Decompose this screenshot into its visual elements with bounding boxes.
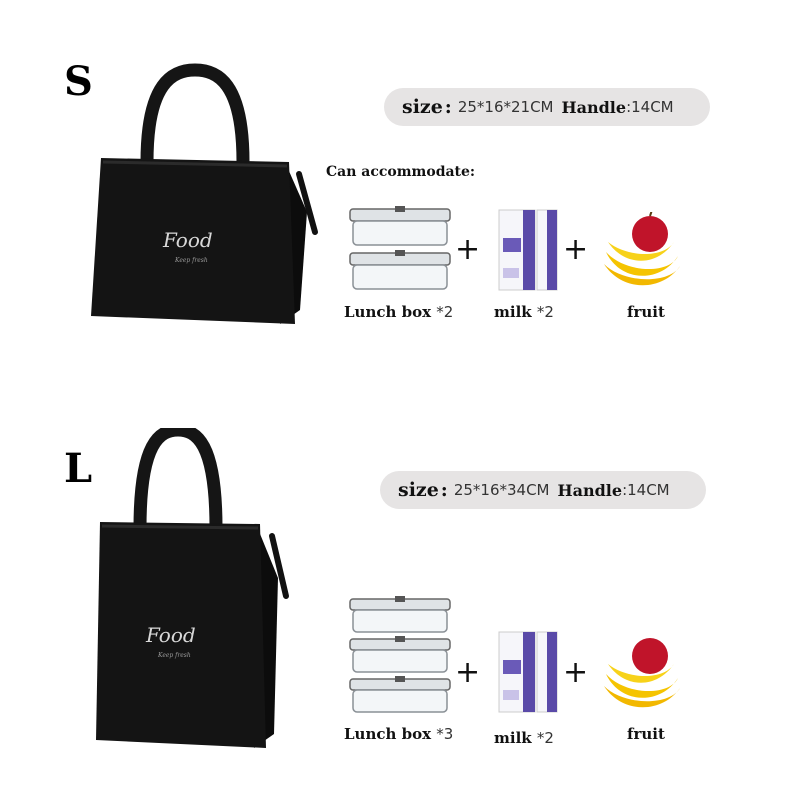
size-info-pill-small: size : 25*16*21CM Handle :14CM [384,88,710,126]
item-label: Lunch box *3 [344,725,454,743]
size-colon: : [444,96,452,118]
handle-value: :14CM [622,481,670,499]
item-label: Lunch box *2 [344,303,454,321]
lunch-box-image [347,206,453,292]
size-letter-l: L [64,445,93,492]
milk-carton-image [497,630,559,714]
bag-logo-text: Food [145,623,196,647]
large-bag-image: Food Keep fresh [88,428,293,750]
item-label: fruit [627,303,665,321]
handle-key: Handle [561,97,627,117]
milk-carton-image [497,208,559,292]
bag-tagline-text: Keep fresh [157,652,191,659]
fruit-image [600,212,684,290]
bag-logo-text: Food [162,228,213,252]
small-bag-image: Food Keep fresh [85,62,320,330]
plus-icon: + [563,232,589,267]
size-value: 25*16*21CM [457,98,554,116]
item-label: milk *2 [494,303,554,321]
size-info-pill-large: size : 25*16*34CM Handle :14CM [380,471,706,509]
bag-tagline-text: Keep fresh [174,257,208,264]
item-label: milk *2 [494,729,554,747]
plus-icon: + [455,232,481,267]
lunch-box-image [347,596,453,716]
size-value: 25*16*34CM [453,481,550,499]
plus-icon: + [563,655,589,690]
item-label: fruit [627,725,665,743]
size-key: size [398,479,439,501]
plus-icon: + [455,655,481,690]
size-colon: : [440,479,448,501]
size-letter-s: S [64,58,93,105]
size-key: size [402,96,443,118]
handle-key: Handle [557,480,623,500]
handle-value: :14CM [626,98,674,116]
can-accommodate-label: Can accommodate: [326,164,476,180]
fruit-image [600,634,684,712]
